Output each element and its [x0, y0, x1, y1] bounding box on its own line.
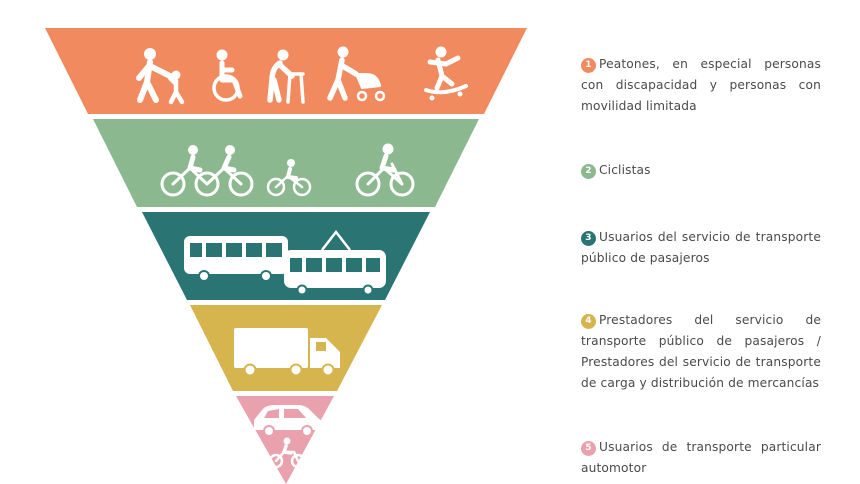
level-1-number-badge: 1: [581, 58, 596, 73]
tandem-bicycle-icon: [160, 145, 254, 197]
level-2-number-badge: 2: [581, 164, 596, 179]
stroller-icon: [327, 46, 386, 102]
walker-icon: [267, 49, 305, 104]
level-5-number-badge: 5: [581, 441, 596, 456]
car-icon: [254, 405, 322, 437]
motorcycle-icon: [268, 437, 306, 469]
level-3-text: Usuarios del servicio de transporte públ…: [581, 230, 821, 265]
level-2-text: Ciclistas: [599, 163, 651, 177]
level-3-number-badge: 3: [581, 231, 596, 246]
level-4-number-badge: 4: [581, 314, 596, 329]
bus-icon: [184, 236, 288, 282]
tram-icon: [284, 229, 386, 296]
pedestrian-with-child-icon: [136, 48, 185, 105]
level-2-band: [93, 119, 479, 207]
level-5-text: Usuarios de transporte particular automo…: [581, 440, 821, 475]
wheelchair-icon: [212, 49, 243, 102]
mobility-pyramid: [45, 28, 527, 484]
skateboarder-icon: [424, 46, 468, 101]
truck-icon: [234, 328, 340, 377]
level-1-text: Peatones, en especial personas con disca…: [581, 57, 821, 113]
level-4-text: Prestadores del servicio de transporte p…: [581, 313, 821, 390]
child-bicycle-icon: [266, 159, 312, 197]
bicycle-icon: [355, 143, 415, 197]
